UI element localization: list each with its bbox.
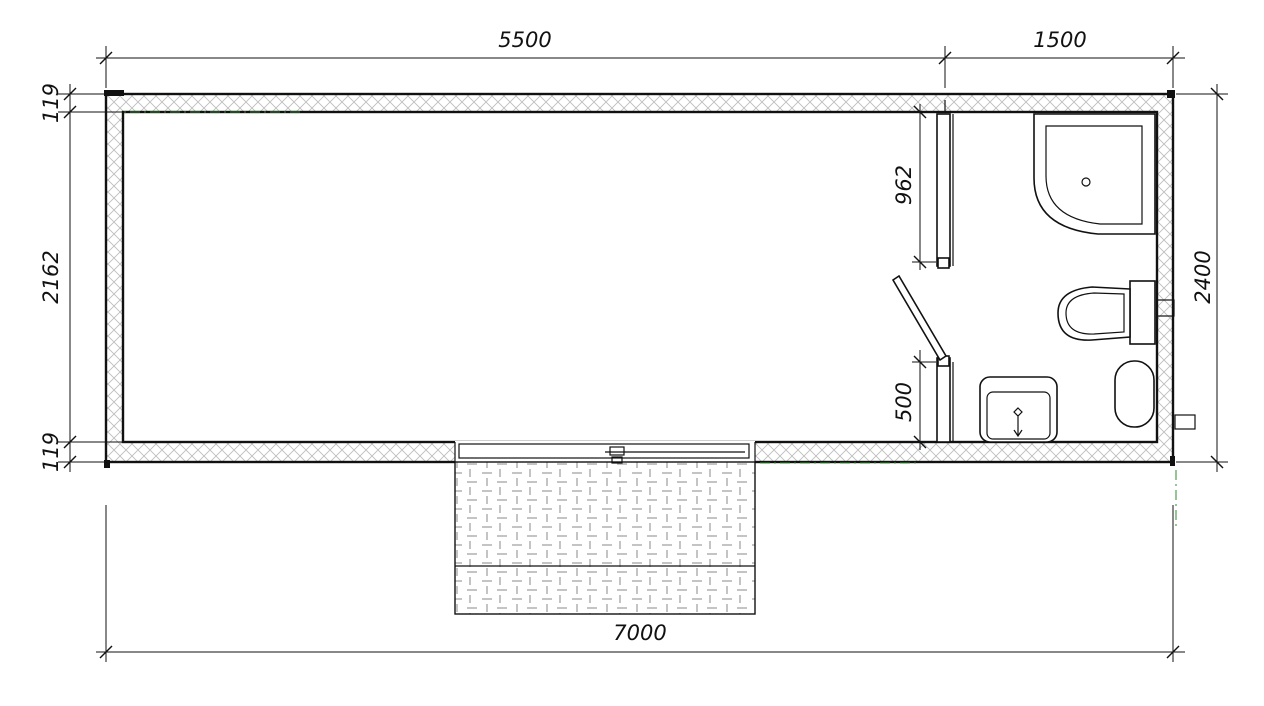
bathroom-partition xyxy=(891,100,954,443)
tick-right-2 xyxy=(1210,455,1224,469)
corner-post-br xyxy=(1170,456,1175,466)
dim-text-left-wall-top: 119 xyxy=(39,83,63,123)
dimensions: 5500 1500 7000 119 2162 119 2400 xyxy=(39,28,1228,662)
entrance-deck xyxy=(454,461,756,615)
partition-upper-cap xyxy=(937,257,950,269)
tick-right-1 xyxy=(1210,87,1224,101)
tick-left-4 xyxy=(63,455,77,469)
washbasin-bowl xyxy=(986,391,1051,440)
dim-text-top-bath: 1500 xyxy=(1033,28,1086,52)
toilet-connector xyxy=(1156,299,1175,317)
water-heater-pipe xyxy=(1174,414,1196,430)
tick-left-3 xyxy=(63,435,77,449)
bathroom-fixtures xyxy=(979,113,1196,443)
dim-text-bottom-total: 7000 xyxy=(613,621,666,645)
shower-drain-icon xyxy=(1081,177,1091,187)
door-handle-block xyxy=(609,446,625,456)
corner-post-tr xyxy=(1167,90,1175,98)
shower-tray-icon xyxy=(1033,113,1156,235)
toilet-bowl-inner xyxy=(1065,292,1125,335)
toilet-bowl-icon xyxy=(1057,286,1131,341)
dim-text-right-total: 2400 xyxy=(1191,250,1215,303)
washbasin-icon xyxy=(979,376,1058,443)
dim-text-left-inner: 2162 xyxy=(39,250,63,303)
door-frame xyxy=(458,443,750,459)
corner-post-bl xyxy=(104,460,110,468)
tick-left-2 xyxy=(63,105,77,119)
partition-upper xyxy=(936,113,951,267)
dim-text-left-wall-bottom: 119 xyxy=(39,432,63,472)
tick-bottom-1 xyxy=(99,645,113,659)
partition-lower xyxy=(936,357,951,443)
dim-text-partition-upper: 962 xyxy=(892,165,916,205)
tick-top-2 xyxy=(938,51,952,65)
shower-tray-inner xyxy=(1045,125,1143,225)
tick-left-1 xyxy=(63,87,77,101)
water-heater-icon xyxy=(1114,360,1155,428)
dim-text-partition-lower: 500 xyxy=(892,382,916,422)
dim-text-top-main: 5500 xyxy=(498,28,551,52)
corner-post-tl xyxy=(104,90,124,96)
toilet-tank xyxy=(1129,280,1156,345)
tick-top-3 xyxy=(1166,51,1180,65)
entrance xyxy=(454,441,756,615)
tick-bottom-2 xyxy=(1166,645,1180,659)
tick-top-1 xyxy=(99,51,113,65)
door-leaf xyxy=(891,274,948,362)
washbasin-faucet-icon xyxy=(1013,407,1023,438)
